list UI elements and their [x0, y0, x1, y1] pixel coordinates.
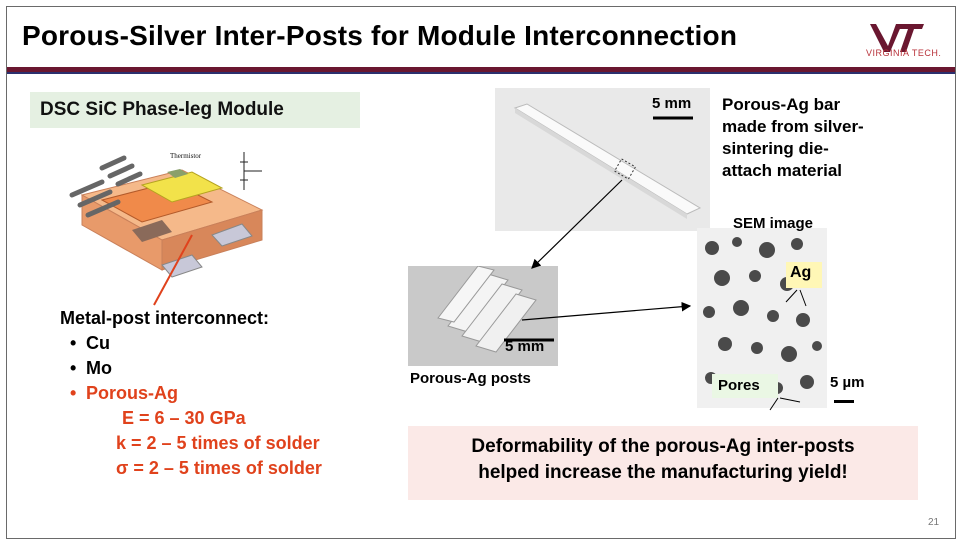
sem-scale-bar	[834, 400, 854, 403]
sem-image	[697, 228, 827, 408]
virginia-tech-logo	[870, 24, 924, 52]
porous-ag-posts-photo	[408, 265, 558, 366]
title-rule	[7, 67, 955, 72]
bar-scale-label: 5 mm	[652, 95, 692, 112]
bullet-porous-ag: Porous-Ag	[60, 381, 322, 406]
title-rule-accent	[7, 72, 955, 74]
sem-label-ag: Ag	[790, 264, 812, 281]
prop-modulus: E = 6 – 30 GPa	[122, 408, 246, 428]
sem-label-ag-box	[786, 262, 822, 288]
porous-ag-bar-photo	[495, 88, 710, 231]
slide-frame	[6, 6, 956, 539]
bar-caption-line-2: made from silver-	[722, 117, 864, 136]
prop-electrical-conductivity: σ = 2 – 5 times of solder	[116, 458, 322, 478]
pointer-arrow-red	[153, 234, 193, 306]
bar-caption-line-4: attach material	[722, 161, 842, 180]
module-heading: DSC SiC Phase-leg Module	[40, 99, 284, 120]
sem-scale-label: 5 µm	[830, 374, 865, 391]
callout-box	[408, 426, 918, 500]
posts-caption: Porous-Ag posts	[410, 370, 531, 387]
module-heading-box	[30, 92, 360, 128]
callout-line-1: Deformability of the porous-Ag inter-pos…	[471, 436, 855, 457]
bar-caption-line-1: Porous-Ag bar	[722, 95, 841, 114]
bar-caption-line-3: sintering die-	[722, 139, 829, 158]
interconnect-list: Metal-post interconnect: Cu Mo Porous-Ag…	[60, 306, 322, 481]
bullet-cu: Cu	[60, 331, 322, 356]
bullets-heading: Metal-post interconnect:	[60, 308, 270, 328]
bar-caption: Porous-Ag bar made from silver- sinterin…	[722, 94, 864, 182]
bullet-mo: Mo	[60, 356, 322, 381]
callout-line-2: helped increase the manufacturing yield!	[478, 462, 848, 483]
slide-title: Porous-Silver Inter-Posts for Module Int…	[22, 20, 738, 51]
logo-text: VIRGINIA TECH.	[866, 48, 942, 58]
thermistor-label: Thermistor	[170, 152, 202, 160]
posts-scale-label: 5 mm	[505, 338, 545, 355]
sem-label-pores-box	[712, 374, 778, 398]
sem-label-pores: Pores	[718, 377, 760, 394]
page-number: 21	[928, 517, 940, 528]
module-diagram: Thermistor	[69, 152, 264, 278]
prop-thermal-conductivity: k = 2 – 5 times of solder	[116, 433, 320, 453]
sem-caption: SEM image	[733, 215, 814, 232]
callout-text: Deformability of the porous-Ag inter-pos…	[408, 434, 918, 486]
